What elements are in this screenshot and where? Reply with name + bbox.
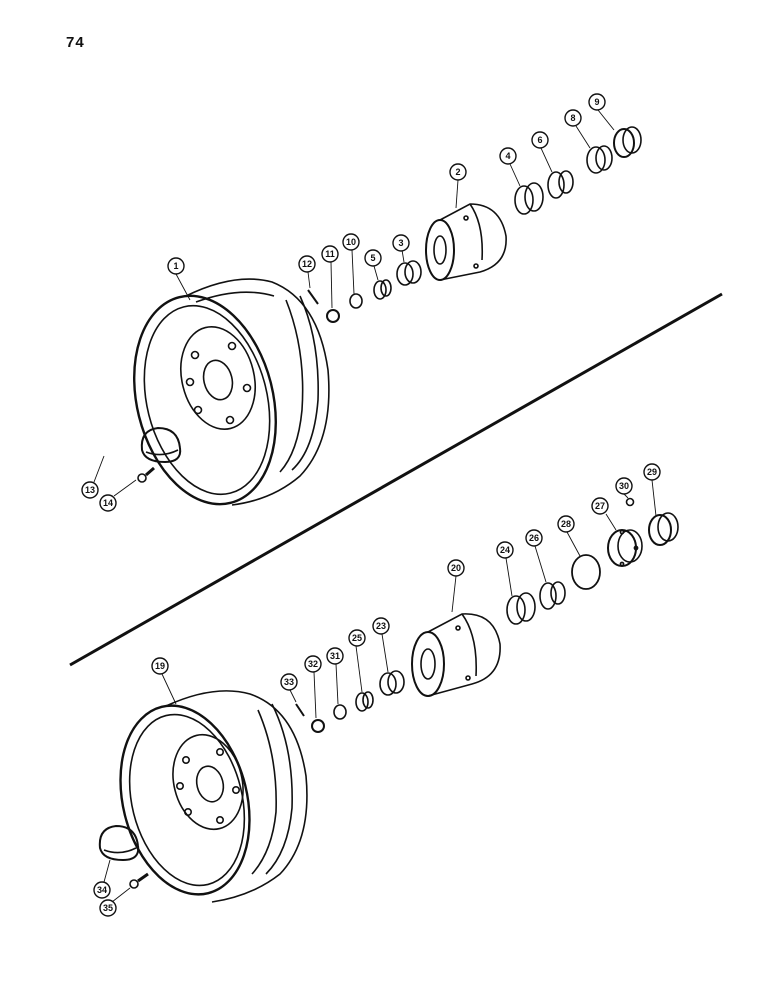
svg-text:31: 31: [330, 651, 340, 661]
bolt-upper: [137, 466, 155, 483]
callout-32: 32: [304, 655, 322, 673]
callout-27: 27: [591, 497, 609, 515]
callout-13: 13: [81, 481, 99, 499]
outer-bearing-cup-lower: [506, 592, 536, 625]
callout-1: 1: [167, 257, 185, 275]
inner-bearing-cone-upper: [373, 279, 392, 300]
leader-lines: [93, 109, 657, 903]
inner-bearing-cone-lower: [355, 691, 374, 712]
callout-34: 34: [93, 881, 111, 899]
callout-29: 29: [643, 463, 661, 481]
callout-33: 33: [280, 673, 298, 691]
svg-text:28: 28: [561, 519, 571, 529]
o-ring-lower: [571, 554, 601, 590]
callout-3: 3: [392, 234, 410, 252]
svg-text:23: 23: [376, 621, 386, 631]
washer-lower: [333, 704, 347, 720]
svg-text:5: 5: [370, 253, 375, 263]
hub-cap-upper: [140, 426, 182, 464]
svg-text:10: 10: [346, 237, 356, 247]
callout-14: 14: [99, 494, 117, 512]
bearing-cup-upper: [396, 260, 422, 286]
callout-19: 19: [151, 657, 169, 675]
svg-text:3: 3: [398, 238, 403, 248]
svg-text:8: 8: [570, 113, 575, 123]
outer-bearing-cup-upper: [514, 182, 544, 215]
hub-upper: [425, 203, 507, 281]
outer-bearing-cone-lower: [539, 581, 566, 610]
wheel-rim-lower: [119, 690, 308, 903]
svg-text:20: 20: [451, 563, 461, 573]
svg-text:26: 26: [529, 533, 539, 543]
outer-bearing-cone-upper: [547, 170, 574, 199]
svg-text:30: 30: [619, 481, 629, 491]
svg-text:24: 24: [500, 545, 510, 555]
callout-9: 9: [588, 93, 606, 111]
callout-8: 8: [564, 109, 582, 127]
cotter-pin-lower: [295, 703, 305, 717]
svg-text:14: 14: [103, 498, 113, 508]
retainer-plate-lower: [607, 529, 643, 567]
grease-fitting-lower: [625, 497, 635, 507]
callout-35: 35: [99, 899, 117, 917]
svg-text:4: 4: [505, 151, 510, 161]
callout-2: 2: [449, 163, 467, 181]
retainer-ring-upper: [586, 145, 613, 174]
seal-lower: [648, 512, 679, 546]
svg-text:13: 13: [85, 485, 95, 495]
wheel-rim-upper: [133, 278, 330, 506]
svg-text:6: 6: [537, 135, 542, 145]
svg-text:33: 33: [284, 677, 294, 687]
svg-text:27: 27: [595, 501, 605, 511]
bolt-lower: [129, 872, 149, 889]
bearing-cup-lower: [379, 670, 405, 696]
callout-31: 31: [326, 647, 344, 665]
callout-6: 6: [531, 131, 549, 149]
callout-26: 26: [525, 529, 543, 547]
callout-12: 12: [298, 255, 316, 273]
svg-text:25: 25: [352, 633, 362, 643]
callout-25: 25: [348, 629, 366, 647]
svg-text:9: 9: [594, 97, 599, 107]
callout-4: 4: [499, 147, 517, 165]
svg-text:34: 34: [97, 885, 107, 895]
svg-text:19: 19: [155, 661, 165, 671]
callout-30: 30: [615, 477, 633, 495]
seal-upper: [613, 126, 642, 158]
castle-nut-lower: [311, 719, 325, 733]
callout-10: 10: [342, 233, 360, 251]
callout-20: 20: [447, 559, 465, 577]
svg-text:1: 1: [173, 261, 178, 271]
callout-28: 28: [557, 515, 575, 533]
callout-11: 11: [321, 245, 339, 263]
svg-text:12: 12: [302, 259, 312, 269]
svg-text:32: 32: [308, 659, 318, 669]
castle-nut-upper: [326, 309, 340, 323]
section-divider-line: [69, 292, 723, 667]
callout-23: 23: [372, 617, 390, 635]
callout-24: 24: [496, 541, 514, 559]
hub-lower: [411, 613, 501, 697]
svg-text:11: 11: [325, 249, 335, 259]
callout-5: 5: [364, 249, 382, 267]
svg-text:2: 2: [455, 167, 460, 177]
washer-upper: [349, 293, 363, 309]
cotter-pin-upper: [307, 289, 319, 305]
page-number: 74: [66, 34, 85, 51]
hub-cap-lower: [98, 824, 140, 862]
svg-text:35: 35: [103, 903, 113, 913]
svg-text:29: 29: [647, 467, 657, 477]
